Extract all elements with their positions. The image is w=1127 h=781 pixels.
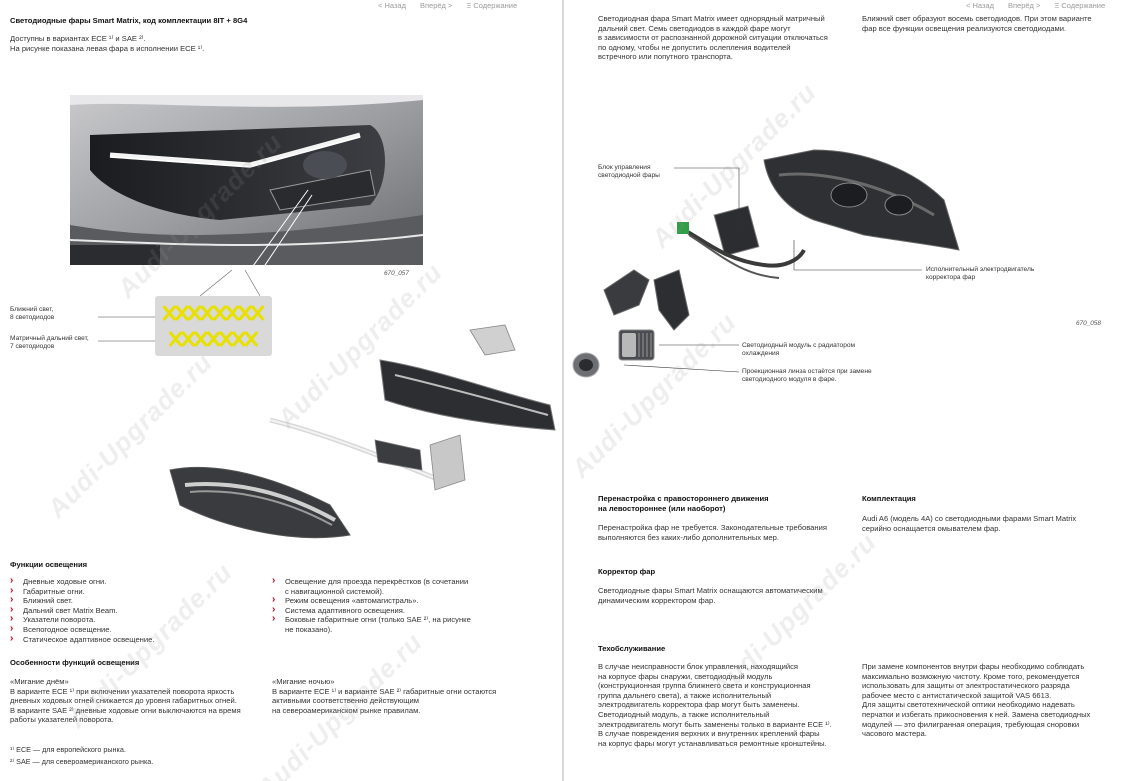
conversion-heading: Перенастройка с правостороннего движения…: [598, 494, 769, 513]
day-blink-title: «Мигание днём»: [10, 677, 69, 686]
led-mark: [244, 331, 258, 347]
nav-contents-link[interactable]: Ξ Содержание: [466, 1, 518, 10]
callout-led-module: Светодиодный модуль с радиатором охлажде…: [742, 342, 856, 358]
leveling-text: Светодиодные фары Smart Matrix оснащаютс…: [598, 586, 823, 605]
intro-text-col1: Светодиодная фара Smart Matrix имеет одн…: [598, 14, 828, 62]
leveling-heading: Корректор фар: [598, 567, 656, 576]
led-mark: [251, 305, 265, 321]
led-mark: [232, 331, 246, 347]
led-mark: [175, 305, 189, 321]
equipment-text: Audi A6 (модель 4A) со светодиодными фар…: [862, 514, 1077, 533]
service-text-col2: При замене компонентов внутри фары необх…: [862, 662, 1091, 739]
figure-number-2: 670_058: [1076, 320, 1101, 327]
matrix-beam-led-row: [169, 331, 258, 347]
led-mark: [162, 305, 176, 321]
callout-control-unit: Блок управления светодиодной фары: [598, 164, 660, 180]
conversion-text: Перенастройка фар не требуется. Законода…: [598, 523, 827, 542]
function-item: Освещение для проезда перекрёстков (в со…: [272, 576, 471, 587]
function-item: Всепогодное освещение.: [10, 624, 154, 635]
nav-contents-link-right[interactable]: Ξ Содержание: [1054, 1, 1106, 10]
nav-forward-link[interactable]: Вперёд >: [419, 1, 453, 10]
nav-back-link-right[interactable]: < Назад: [966, 1, 994, 10]
equipment-heading: Комплектация: [862, 494, 916, 503]
led-mark: [188, 305, 202, 321]
function-item: Система адаптивного освещения.: [272, 605, 471, 616]
led-mark: [225, 305, 239, 321]
left-page: < Назад Вперёд > Ξ Содержание Светодиодн…: [0, 0, 563, 781]
led-mark: [181, 331, 195, 347]
nav-forward-link-right[interactable]: Вперёд >: [1007, 1, 1041, 10]
led-mark: [169, 331, 183, 347]
led-mark: [213, 305, 227, 321]
function-item: с навигационной системой).: [285, 586, 384, 596]
function-item: Режим освещения «автомагистраль».: [272, 595, 471, 606]
day-blink-block: «Мигание днём» В варианте ECE ¹⁾ при вкл…: [10, 677, 241, 725]
callout-lines: [623, 167, 922, 373]
page-gutter: [562, 0, 564, 781]
low-beam-label: Ближний свет, 8 светодиодов: [10, 306, 55, 322]
led-mark: [219, 331, 233, 347]
led-mark: [200, 305, 214, 321]
headlight-photo: [69, 95, 424, 265]
function-item: Дневные ходовые огни.: [10, 576, 154, 587]
nav-back-link[interactable]: < Назад: [378, 1, 406, 10]
function-item: не показано).: [285, 624, 333, 634]
low-beam-led-row: [162, 305, 265, 321]
function-item: Статическое адаптивное освещение.: [10, 634, 154, 645]
function-item: Боковые габаритные огни (только SAE ²⁾, …: [272, 614, 471, 625]
availability-line-2: На рисунке показана левая фара в исполне…: [10, 44, 205, 53]
night-blink-block: «Мигание ночью» В варианте ECE ¹⁾ и вари…: [272, 677, 497, 715]
service-heading: Техобслуживание: [598, 644, 666, 653]
functions-list-col2: Освещение для проезда перекрёстков (в со…: [272, 576, 471, 635]
availability-line-1: Доступны в вариантах ECE ¹⁾ и SAE ²⁾.: [10, 34, 146, 43]
night-blink-title: «Мигание ночью»: [272, 677, 335, 686]
functions-list-col1: Дневные ходовые огни.Габаритные огни.Бли…: [10, 576, 154, 645]
page-title: Светодиодные фары Smart Matrix, код комп…: [10, 16, 248, 25]
figure-number-1: 670_057: [384, 270, 409, 277]
exploded-headlight-right-parts: [572, 149, 960, 378]
exploded-headlight-left-parts: [169, 324, 556, 539]
led-pointer-lines: [98, 189, 313, 342]
page-nav: < Назад Вперёд > Ξ Содержание: [378, 1, 517, 10]
function-item: Указатели поворота.: [10, 614, 154, 625]
page-nav-right: < Назад Вперёд > Ξ Содержание: [966, 1, 1105, 10]
led-mark: [238, 305, 252, 321]
features-heading: Особенности функций освещения: [10, 658, 140, 667]
led-mark: [194, 331, 208, 347]
callout-lens: Проекционная линза остаётся при замене с…: [742, 368, 872, 384]
led-mark: [207, 331, 220, 347]
functions-heading: Функции освещения: [10, 560, 88, 569]
led-array-panel: [155, 296, 272, 356]
function-item: Дальний свет Matrix Beam.: [10, 605, 154, 616]
function-item: Ближний свет.: [10, 595, 154, 606]
matrix-beam-label: Матричный дальний свет, 7 светодиодов: [10, 335, 89, 351]
footnote-2: ²⁾ SAE — для североамериканского рынка.: [10, 757, 154, 766]
service-text-col1: В случае неисправности блок управления, …: [598, 662, 832, 748]
callout-actuator: Исполнительный электродвигатель корректо…: [926, 266, 1035, 282]
intro-text-col2: Ближний свет образуют восемь светодиодов…: [862, 14, 1092, 33]
footnote-1: ¹⁾ ECE — для европейского рынка.: [10, 745, 126, 754]
right-page: < Назад Вперёд > Ξ Содержание Светодиодн…: [564, 0, 1127, 781]
function-item: Габаритные огни.: [10, 586, 154, 597]
